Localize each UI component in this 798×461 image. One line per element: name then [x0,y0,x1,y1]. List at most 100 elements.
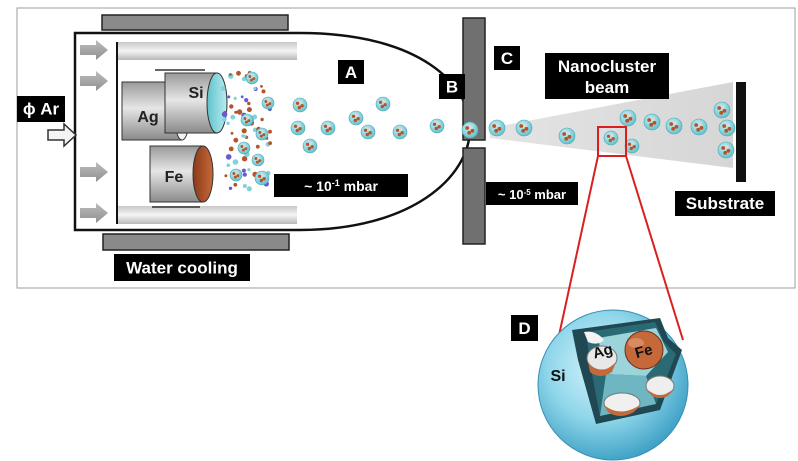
cluster-particle-icon [255,127,269,141]
cluster-particle-icon [240,113,254,127]
atom-dot [253,86,257,91]
cluster-particle-icon [624,138,640,154]
cluster-particle-icon [360,124,376,140]
inner-tube-bottom [117,206,297,224]
cluster-si-text: Si [550,368,565,385]
cluster-fe-text: Fe [633,341,654,362]
atom-dot [228,146,234,152]
pressure-a-text: ~ 10-1 mbar [304,178,378,194]
region-c-text: C [501,49,513,68]
cluster-particle-icon [392,124,408,140]
nanocluster-beam-cone [490,82,733,168]
atom-dot [241,76,247,82]
beam-line2-text: beam [585,78,629,97]
beam-line1-text: Nanocluster [558,57,657,76]
label-substrate: Substrate [675,191,775,216]
atom-dot [252,127,258,133]
label-c: C [494,46,520,70]
region-b-text: B [446,78,458,97]
atom-dot [260,85,263,88]
cooling-jacket-bottom [102,233,290,251]
cluster-particle-icon [290,120,306,136]
cluster-ag-text: Ag [591,341,615,363]
atom-dot [226,121,230,126]
cluster-particle-icon [515,119,533,137]
atom-dot [261,89,266,94]
label-water-cooling: Water cooling [114,254,250,281]
atom-dot [240,95,244,99]
cluster-particle-icon [254,170,270,186]
atom-dot [233,96,237,100]
atom-dot [228,186,233,190]
pressure-a-exponent: -1 [332,178,340,188]
zoom-line-left [557,155,599,341]
cluster-particle-icon [665,117,683,135]
target-fe [149,145,214,208]
substrate-text: Substrate [686,194,764,213]
cluster-particle-icon [348,110,364,126]
flow-arrow-icon [80,162,108,182]
label-nanocluster-beam: Nanocluster beam [545,53,669,99]
inner-tube-top [117,42,297,60]
cluster-particle-icon [251,153,265,167]
target-fe-text: Fe [165,169,184,186]
cluster-particle-icon [603,130,619,146]
zoom-box [597,126,627,157]
atom-dot [242,172,247,177]
gas-inlet-arrow-icon [47,122,78,148]
region-a-text: A [345,63,357,82]
cluster-particle-icon [237,141,251,155]
label-pressure-a: ~ 10-1 mbar [274,174,408,197]
atom-dot [221,111,228,118]
cluster-particle-icon [429,118,445,134]
substrate-plate [736,82,746,182]
atom-dot [241,128,247,134]
atom-dot [222,117,227,122]
flow-arrow-icon [80,40,108,60]
cluster-particle-icon [558,127,576,145]
pressure-c-text: ~ 10-5 mbar [498,187,566,202]
atom-dot [236,70,241,76]
label-argon: ϕ Ar [17,96,65,122]
cluster-particle-icon [488,119,506,137]
label-d: D [511,315,538,341]
atom-dot [230,114,236,120]
atom-dot [246,186,252,192]
atom-dot [255,144,260,149]
atom-dot [232,159,239,165]
target-si-text: Si [188,85,203,102]
cluster-particle-icon [643,113,661,131]
pressure-c-exponent: -5 [524,188,532,197]
label-pressure-c: ~ 10-5 mbar [486,182,578,205]
atom-dot [243,134,247,138]
cluster-particle-icon [619,109,637,127]
flow-arrow-icon [80,71,108,91]
cluster-particle-icon [292,97,308,113]
flow-arrow-icon [80,203,108,223]
atom-dot [241,156,248,162]
pressure-a-unit: mbar [340,178,379,194]
region-d-text: D [518,319,530,338]
zoom-line-right [625,155,684,341]
label-a: A [338,60,364,84]
pressure-c-base: ~ 10 [498,187,524,202]
cluster-particle-icon [245,71,259,85]
target-ag-si [121,69,228,141]
cluster-particle-icon [302,138,318,154]
skimmer-wall-top [462,17,486,141]
atom-dot [236,109,243,115]
cluster-particle-icon [375,96,391,112]
cluster-particle-icon [229,168,243,182]
atom-dot [233,182,238,187]
atom-dot [229,104,234,109]
argon-input-text: ϕ Ar [23,100,60,119]
cluster-particle-icon [690,118,708,136]
atom-dot [260,117,264,122]
pressure-a-base: ~ 10 [304,178,332,194]
atom-dot [252,114,258,120]
cooling-jacket-top [101,14,289,31]
atom-dot [241,168,246,173]
water-cooling-text: Water cooling [126,259,238,278]
label-b: B [439,74,465,99]
atom-dot [234,110,238,114]
